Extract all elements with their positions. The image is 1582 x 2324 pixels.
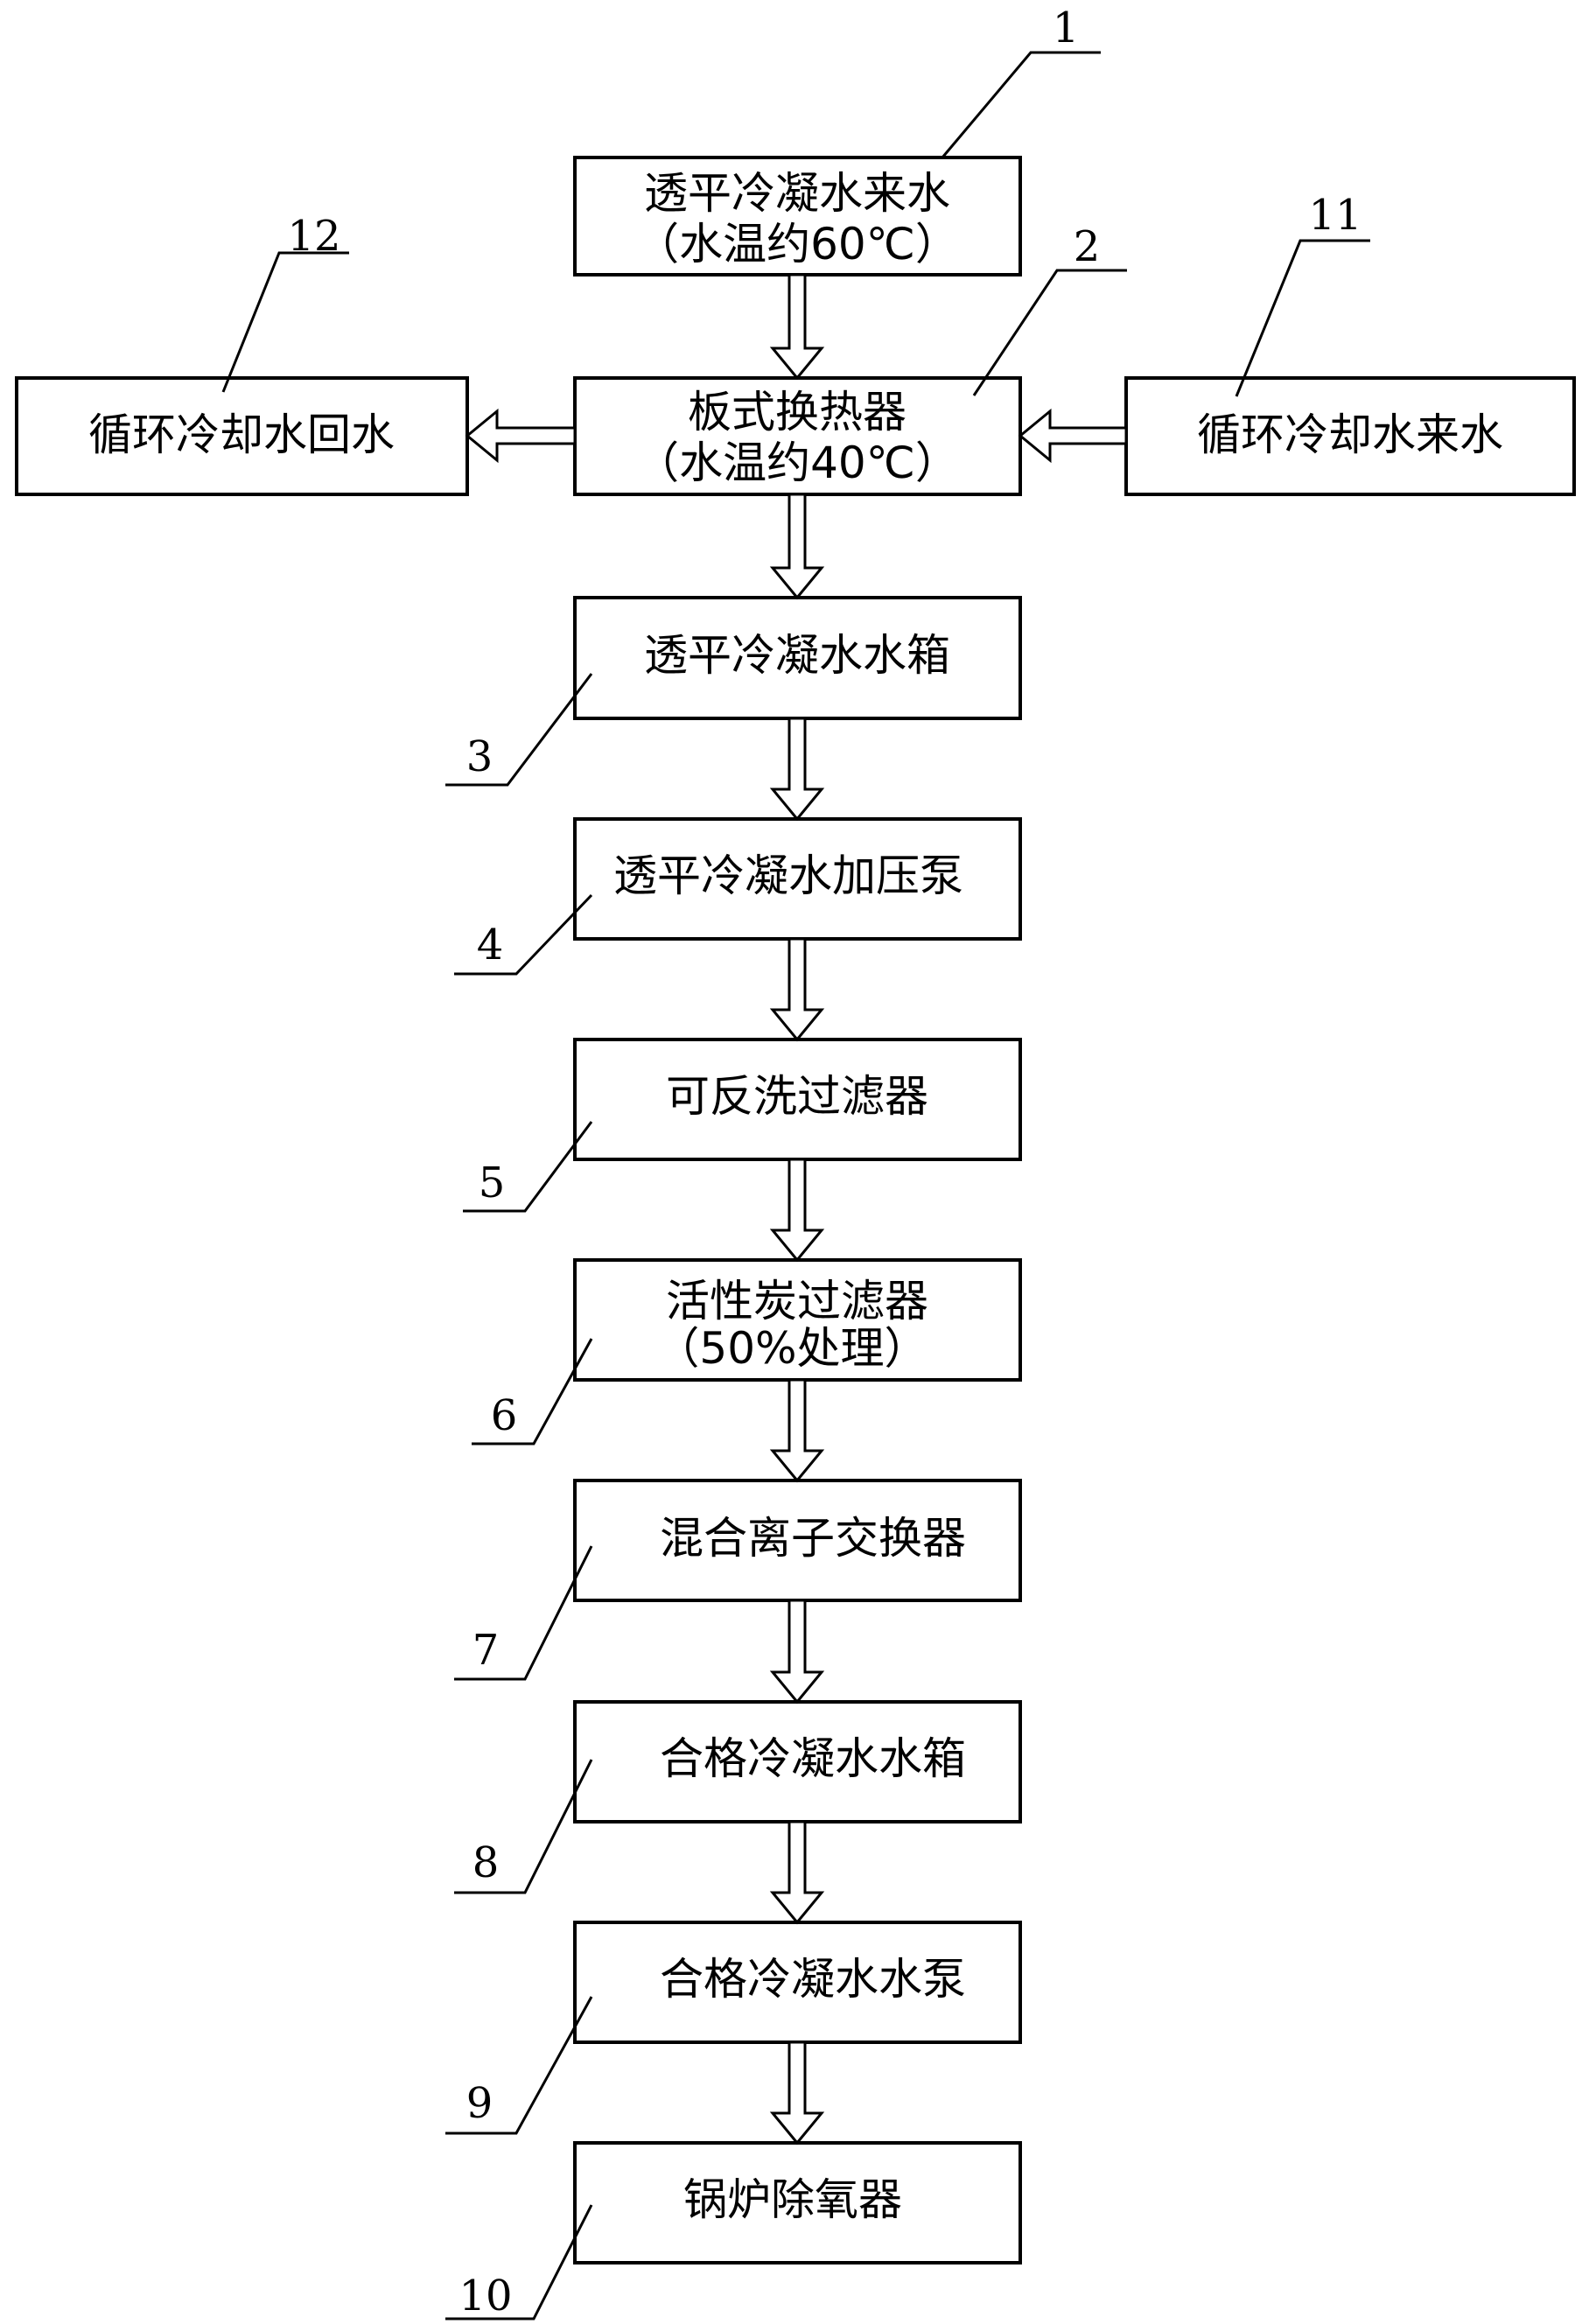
node-condensate-tank-title: 透平冷凝水水箱 — [644, 630, 950, 681]
leader-1-number: 1 — [1053, 4, 1080, 52]
arrow-b11-to-b2 — [1018, 408, 1128, 464]
leader-8: 8 — [454, 1759, 593, 1894]
node-cooling-water-inflow-title: 循环冷却水来水 — [1197, 410, 1503, 460]
arrow-b8-to-b9 — [769, 1820, 825, 1925]
node-cooling-water-inflow-box — [1124, 376, 1576, 496]
leader-2: 2 — [972, 222, 1127, 396]
arrow-b2-to-b12 — [465, 408, 577, 464]
leader-8-line — [454, 1759, 593, 1894]
node-plate-heat-exchanger: 板式换热器 （水温约40℃） — [573, 376, 1022, 496]
arrow-b2-to-b3 — [769, 493, 825, 600]
leader-9-line — [445, 1996, 593, 2135]
node-mixed-ion-exchanger: 混合离子交换器 — [573, 1479, 1022, 1602]
node-cooling-water-return-title: 循环冷却水回水 — [88, 410, 395, 460]
node-activated-carbon-filter: 活性炭过滤器 （50%处理） — [573, 1258, 1022, 1382]
node-condensate-booster-pump: 透平冷凝水加压泵 — [573, 817, 1022, 941]
node-backwash-filter-box — [573, 1038, 1022, 1161]
node-backwash-filter: 可反洗过滤器 — [573, 1038, 1022, 1161]
leader-9: 9 — [445, 1996, 593, 2135]
leader-7-line — [454, 1545, 593, 1681]
node-plate-heat-exchanger-title: 板式换热器 — [688, 387, 906, 438]
leader-12-line — [221, 251, 349, 393]
leader-10: 10 — [445, 2204, 593, 2320]
leader-4-number: 4 — [477, 920, 504, 970]
node-qualified-condensate-pump-box — [573, 1921, 1022, 2044]
node-cooling-water-return-box — [15, 376, 469, 496]
node-mixed-ion-exchanger-title: 混合离子交换器 — [660, 1513, 966, 1564]
leader-10-number: 10 — [458, 2272, 512, 2320]
node-qualified-condensate-tank: 合格冷凝水水箱 — [573, 1700, 1022, 1824]
node-boiler-deaerator: 锅炉除氧器 — [573, 2141, 1022, 2264]
leader-10-line — [445, 2204, 593, 2320]
leader-4: 4 — [454, 893, 593, 976]
leader-1: 1 — [941, 4, 1101, 158]
node-plate-heat-exchanger-temp: （水温约40℃） — [635, 438, 959, 488]
node-condensate-booster-pump-title: 透平冷凝水加压泵 — [613, 850, 963, 901]
leader-11: 11 — [1235, 191, 1370, 397]
arrow-b7-to-b8 — [769, 1599, 825, 1704]
leader-11-line — [1235, 239, 1370, 397]
arrow-b3-to-b4 — [769, 717, 825, 822]
leader-6-number: 6 — [491, 1391, 518, 1440]
arrow-b9-to-b10 — [769, 2040, 825, 2146]
leader-2-line — [972, 269, 1127, 396]
node-qualified-condensate-tank-title: 合格冷凝水水箱 — [660, 1733, 966, 1784]
leader-2-number: 2 — [1074, 222, 1101, 271]
leader-12-number: 12 — [287, 212, 340, 261]
leader-9-number: 9 — [466, 2079, 494, 2128]
node-condensate-tank: 透平冷凝水水箱 — [573, 596, 1022, 720]
leader-7: 7 — [454, 1545, 593, 1681]
node-plate-heat-exchanger-box — [573, 376, 1022, 496]
leader-5-line — [463, 1121, 593, 1213]
node-qualified-condensate-tank-box — [573, 1700, 1022, 1824]
leader-1-line — [941, 51, 1101, 158]
leader-5-number: 5 — [479, 1158, 506, 1208]
node-condensate-inflow-box — [573, 156, 1022, 276]
node-condensate-tank-box — [573, 596, 1022, 720]
leader-5: 5 — [463, 1121, 593, 1213]
node-boiler-deaerator-title: 锅炉除氧器 — [683, 2174, 902, 2225]
node-activated-carbon-filter-note: （50%处理） — [655, 1323, 928, 1374]
node-backwash-filter-title: 可反洗过滤器 — [666, 1071, 928, 1122]
node-activated-carbon-filter-title: 活性炭过滤器 — [666, 1276, 928, 1326]
node-activated-carbon-filter-box — [573, 1258, 1022, 1382]
node-condensate-inflow: 透平冷凝水来水 （水温约60℃） — [573, 156, 1022, 276]
leader-3-line — [445, 673, 593, 787]
leader-8-number: 8 — [472, 1838, 500, 1887]
leader-3: 3 — [445, 673, 593, 787]
arrow-b4-to-b5 — [769, 937, 825, 1042]
leader-12: 12 — [221, 212, 349, 393]
arrow-b5-to-b6 — [769, 1158, 825, 1263]
flow-arrows — [465, 273, 1128, 2146]
leader-3-number: 3 — [466, 732, 494, 781]
leader-4-line — [454, 893, 593, 976]
leader-6-line — [472, 1338, 593, 1446]
node-qualified-condensate-pump: 合格冷凝水水泵 — [573, 1921, 1022, 2044]
leader-7-number: 7 — [472, 1626, 500, 1675]
leader-6: 6 — [472, 1338, 593, 1446]
node-cooling-water-return: 循环冷却水回水 — [15, 376, 469, 496]
node-mixed-ion-exchanger-box — [573, 1479, 1022, 1602]
arrow-b6-to-b7 — [769, 1378, 825, 1483]
node-condensate-inflow-title: 透平冷凝水来水 — [644, 168, 950, 219]
node-condensate-inflow-temp: （水温约60℃） — [635, 219, 959, 270]
node-cooling-water-inflow: 循环冷却水来水 — [1124, 376, 1576, 496]
node-boiler-deaerator-box — [573, 2141, 1022, 2264]
leader-11-number: 11 — [1308, 191, 1362, 240]
arrow-b1-to-b2 — [769, 273, 825, 381]
node-qualified-condensate-pump-title: 合格冷凝水水泵 — [660, 1954, 966, 2005]
